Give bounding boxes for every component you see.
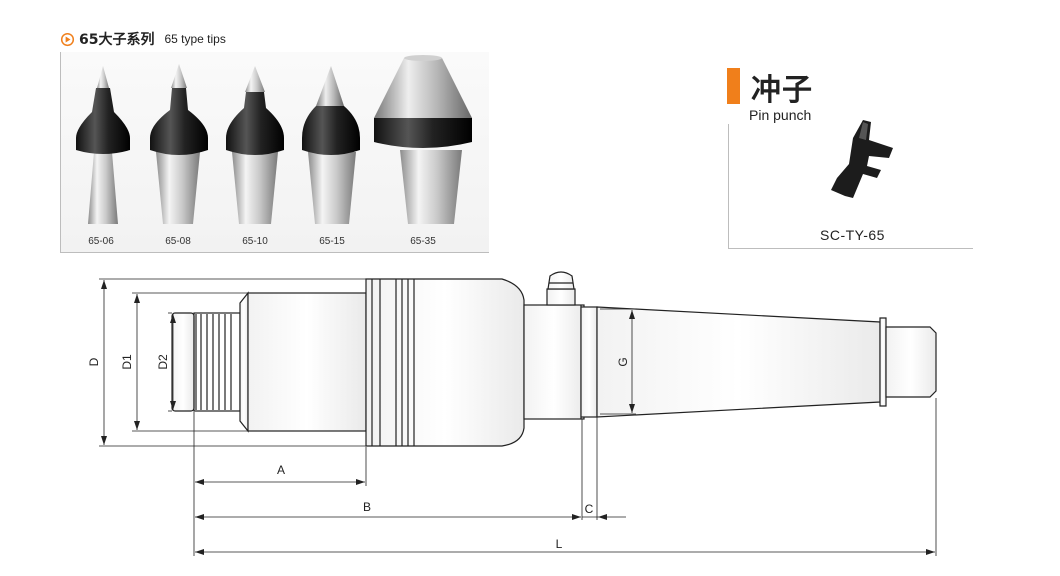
dim-label-g: G — [616, 357, 630, 366]
punch-title-cn: 冲子 — [751, 73, 813, 108]
tip-label: 65-06 — [88, 236, 114, 247]
dim-label-d2: D2 — [156, 354, 170, 370]
punch-model: SC-TY-65 — [820, 227, 885, 243]
dimension-arrows — [101, 280, 935, 555]
dim-label-d1: D1 — [120, 354, 134, 370]
dim-label-c: C — [585, 502, 594, 516]
tip-label: 65-35 — [410, 236, 436, 247]
series-title-en: 65 type tips — [164, 32, 226, 46]
dim-label-d: D — [87, 357, 101, 366]
tip-65-15 — [302, 66, 360, 224]
dim-label-b: B — [363, 500, 371, 514]
series-title-cn: 65大子系列 — [79, 32, 155, 48]
dimension-lines — [99, 278, 937, 556]
tip-label: 65-10 — [242, 236, 268, 247]
tip-65-06 — [76, 66, 130, 224]
punch-frame — [728, 124, 973, 249]
tip-65-10 — [226, 66, 284, 224]
pin-punch-block: 冲子 Pin punch SC-TY-65 — [727, 66, 973, 249]
dim-label-a: A — [277, 463, 285, 477]
accent-bar — [727, 68, 740, 104]
pin-punch-image — [831, 120, 893, 198]
tip-label: 65-08 — [165, 236, 191, 247]
punch-title-en: Pin punch — [749, 107, 812, 123]
tip-65-35 — [374, 55, 472, 224]
play-circle-icon — [60, 32, 75, 46]
series-heading: 65大子系列 65 type tips — [60, 29, 226, 49]
tip-label: 65-15 — [319, 236, 345, 247]
tip-65-08 — [150, 64, 208, 224]
dim-label-l: L — [556, 537, 563, 551]
